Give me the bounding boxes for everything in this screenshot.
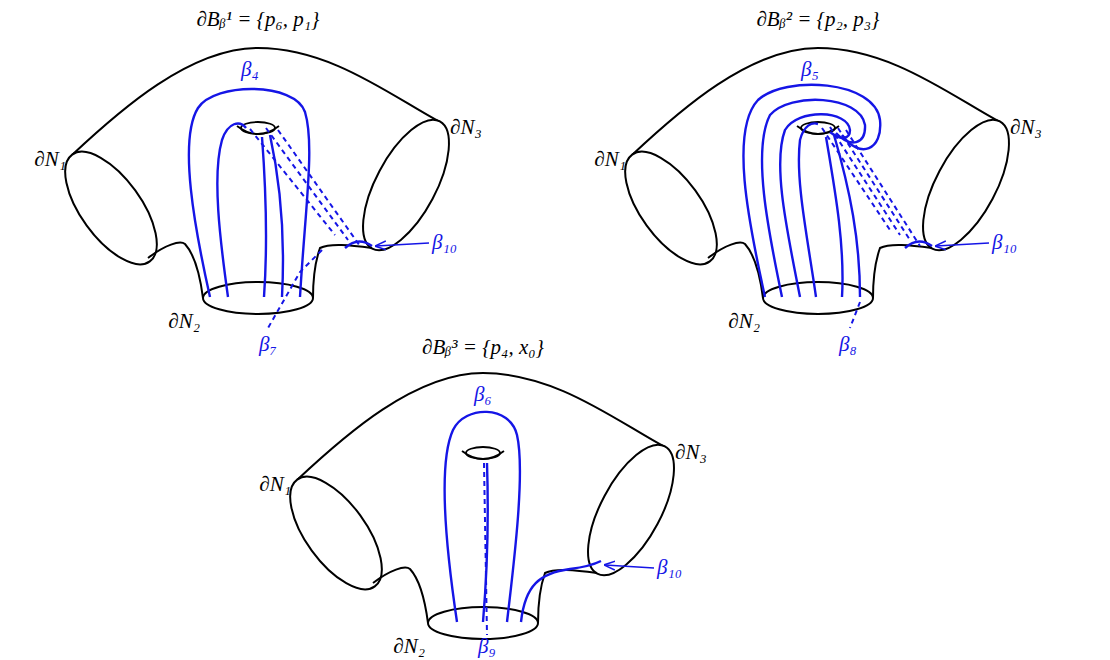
blue-curve [189, 89, 309, 297]
boundary-name: ∂N₃ [675, 441, 707, 464]
boundary-name: ∂N₁ [594, 148, 626, 171]
surface [273, 373, 691, 639]
curve-name: β₄ [241, 58, 259, 81]
curve-name: β₁₀ [432, 231, 457, 254]
blue-curve [521, 561, 601, 622]
curve-name: β₇ [259, 333, 277, 356]
surface [48, 48, 466, 314]
leader-arrow [376, 243, 429, 246]
curve-group [743, 85, 932, 297]
hidden-curve [846, 130, 920, 246]
blue-curve [780, 114, 850, 297]
boundary-name: ∂N₃ [1010, 116, 1042, 139]
hidden-curve-group [484, 463, 487, 635]
hidden-curve-group [250, 128, 360, 328]
blue-curve [270, 135, 283, 297]
blue-curve [834, 135, 860, 297]
boundary-name: ∂N₂ [393, 635, 425, 658]
boundary-set-title: ∂Bᵦ³ = {p₄, x₀} [422, 336, 544, 359]
hidden-curve [250, 129, 335, 235]
curve-name: β₁₀ [657, 556, 682, 579]
curve-group [445, 412, 601, 622]
curve-group [189, 89, 372, 297]
boundary-set-title: ∂Bᵦ¹ = {p₆, p₁} [196, 8, 319, 31]
curve-layer [743, 85, 989, 328]
hidden-curve [850, 302, 860, 328]
hidden-curve [822, 128, 890, 230]
blue-curve [262, 137, 266, 297]
boundary-name: ∂N₂ [728, 310, 760, 333]
hidden-curve [278, 130, 360, 246]
blue-curve [799, 123, 818, 297]
curve-name: β₉ [478, 635, 496, 658]
curve-name: β₆ [474, 383, 492, 406]
blue-curve [217, 124, 246, 297]
curve-name: β₅ [801, 58, 819, 81]
leader-arrow [605, 565, 654, 568]
boundary-name: ∂N₁ [34, 148, 66, 171]
hidden-curve-group [822, 127, 920, 328]
boundary-name: ∂N₂ [168, 310, 200, 333]
curve-name: β₈ [839, 333, 857, 356]
leader-arrow [936, 243, 989, 246]
blue-curve [762, 100, 865, 297]
hidden-curve [838, 128, 910, 240]
surface [608, 48, 1026, 314]
hidden-curve [830, 127, 900, 235]
boundary-set-title: ∂Bᵦ² = {p₂, p₃} [756, 8, 879, 31]
hidden-curve [484, 463, 487, 635]
curve-layer [445, 412, 654, 635]
blue-curve [743, 85, 880, 297]
boundary-name: ∂N₁ [259, 473, 291, 496]
hidden-curve [266, 128, 348, 240]
hidden-curve [268, 250, 322, 328]
boundary-name: ∂N₃ [450, 116, 482, 139]
curve-name: β₁₀ [992, 231, 1017, 254]
blue-curve [445, 412, 520, 622]
